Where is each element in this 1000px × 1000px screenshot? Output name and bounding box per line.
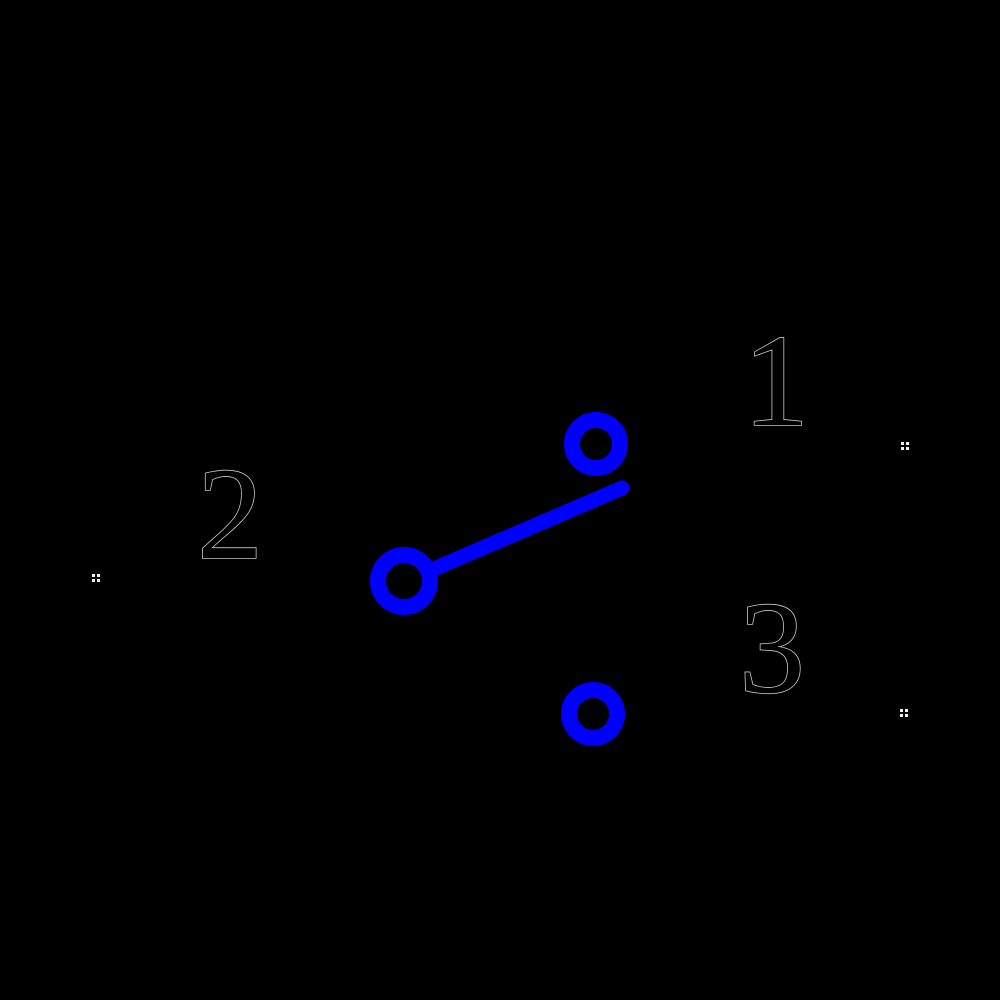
marker-dot bbox=[906, 442, 909, 445]
terminal-label-2: 2 bbox=[197, 440, 263, 587]
terminal-label-1: 1 bbox=[743, 307, 809, 454]
connection-point-marker-1 bbox=[901, 442, 909, 450]
terminal-post-3[interactable] bbox=[561, 682, 625, 746]
marker-dot bbox=[900, 709, 903, 712]
terminal-labels: 1 2 3 bbox=[196, 306, 810, 722]
marker-dot bbox=[905, 709, 908, 712]
connection-point-marker-3 bbox=[900, 709, 908, 717]
marker-dot bbox=[92, 574, 95, 577]
spdt-switch-element bbox=[370, 412, 630, 746]
switch-lever[interactable] bbox=[421, 480, 630, 579]
terminal-label-3: 3 bbox=[739, 574, 805, 721]
marker-dot bbox=[901, 442, 904, 445]
terminal-post-1[interactable] bbox=[564, 412, 628, 476]
marker-dot bbox=[906, 447, 909, 450]
marker-dot bbox=[901, 447, 904, 450]
marker-dot bbox=[97, 579, 100, 582]
terminal-post-2[interactable] bbox=[370, 547, 438, 615]
marker-dot bbox=[900, 714, 903, 717]
marker-dot bbox=[97, 574, 100, 577]
marker-dot bbox=[92, 579, 95, 582]
marker-dot bbox=[905, 714, 908, 717]
connection-point-marker-2 bbox=[92, 574, 100, 582]
